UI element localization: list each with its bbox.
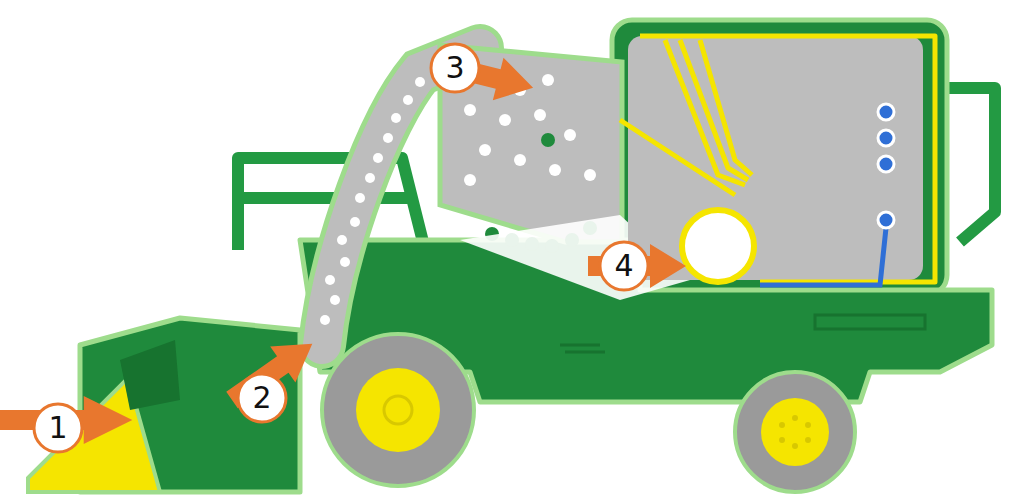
callout-number: 4 xyxy=(600,242,648,290)
callout-number: 2 xyxy=(238,374,286,422)
callout-number: 3 xyxy=(431,44,479,92)
callout-number: 1 xyxy=(34,404,82,452)
